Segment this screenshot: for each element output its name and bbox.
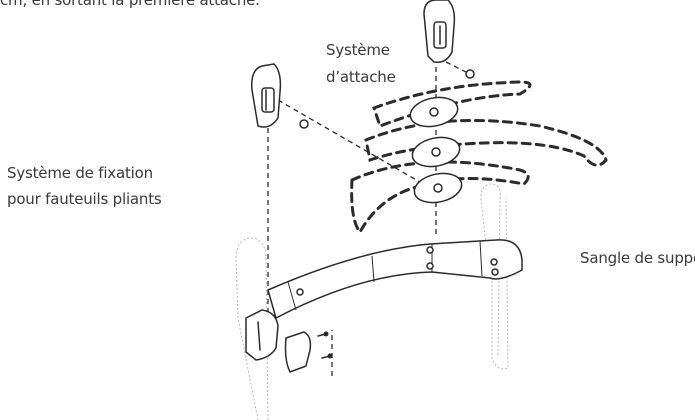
strap-position-outline-3 — [350, 160, 530, 235]
label-sangle-support: Sangle de support — [580, 249, 695, 267]
label-systeme-fixation-line1: Système de fixation — [7, 164, 153, 182]
label-systeme-fixation-line2: pour fauteuils pliants — [7, 190, 162, 208]
attachment-pad-3 — [413, 172, 463, 204]
label-systeme-attache: Système d’attache — [326, 37, 396, 91]
attachment-pad-1 — [409, 96, 459, 128]
strap-clip-left — [250, 63, 309, 129]
folding-wheelchair-clamp — [245, 309, 312, 373]
label-systeme-fixation: Système de fixation pour fauteuils plian… — [7, 160, 162, 212]
support-strap — [267, 239, 523, 319]
wheelchair-frame-right-tube — [480, 183, 509, 370]
label-systeme-attache-line1: Système — [326, 41, 390, 59]
top-instruction-text: cm, en sortant la première attache. — [0, 0, 260, 9]
attachment-pad-2 — [411, 136, 461, 168]
clamp-screws — [317, 331, 333, 359]
label-systeme-attache-line2: d’attache — [326, 68, 396, 86]
strap-position-outline-2 — [364, 118, 608, 167]
strap-clip-right — [423, 0, 475, 79]
